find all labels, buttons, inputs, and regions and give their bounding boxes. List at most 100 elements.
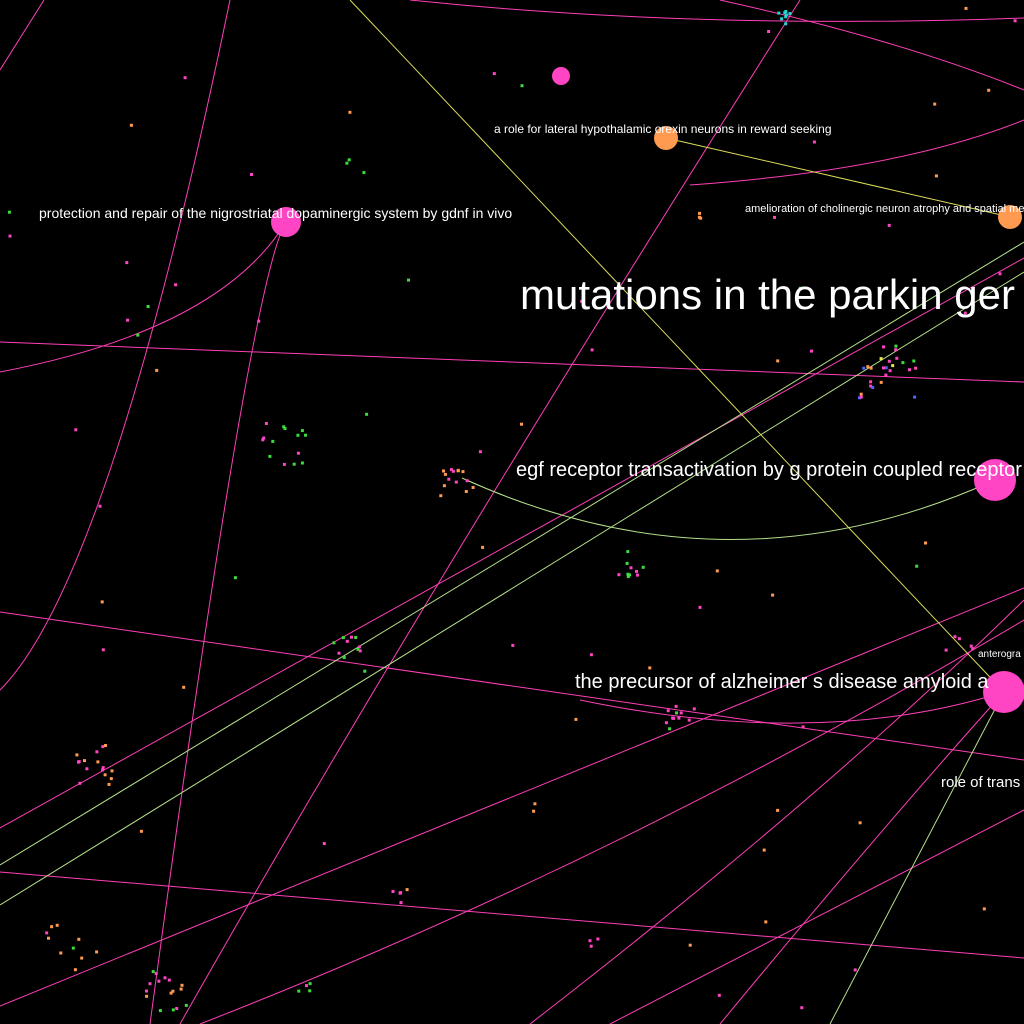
node-dot bbox=[859, 395, 863, 399]
node-dot bbox=[71, 946, 75, 950]
node-dot bbox=[628, 573, 631, 577]
node-dot bbox=[447, 477, 451, 481]
node-dot bbox=[648, 666, 652, 670]
node-dot bbox=[492, 72, 496, 76]
node-cholinergic[interactable] bbox=[998, 205, 1022, 229]
node-dot bbox=[944, 648, 948, 652]
node-dot bbox=[296, 451, 300, 455]
node-dot bbox=[73, 968, 77, 972]
node-hub-top[interactable] bbox=[552, 67, 570, 85]
node-dot bbox=[391, 890, 395, 893]
edge bbox=[0, 257, 1024, 829]
node-dot bbox=[784, 10, 788, 13]
node-dot bbox=[862, 366, 866, 370]
node-dot bbox=[635, 569, 638, 573]
node-orexin[interactable] bbox=[654, 126, 678, 150]
node-gdnf[interactable] bbox=[271, 207, 301, 237]
node-dot bbox=[407, 278, 410, 282]
node-dot bbox=[520, 84, 524, 88]
node-dot bbox=[262, 436, 266, 440]
label-parkin: mutations in the parkin ger bbox=[520, 271, 1015, 318]
node-dot bbox=[350, 635, 353, 639]
node-dot bbox=[264, 422, 268, 425]
node-dot bbox=[399, 901, 403, 905]
node-dot bbox=[101, 648, 105, 652]
node-dot bbox=[617, 573, 621, 577]
node-dot bbox=[520, 422, 523, 426]
node-dot bbox=[163, 976, 167, 980]
graph-nodes bbox=[271, 67, 1024, 713]
node-dot bbox=[574, 717, 578, 721]
node-dot bbox=[801, 725, 805, 729]
node-dot bbox=[139, 829, 143, 833]
node-dot bbox=[78, 781, 82, 785]
node-dot bbox=[887, 223, 891, 227]
label-alzheimer: the precursor of alzheimer s disease amy… bbox=[575, 671, 989, 693]
node-dot bbox=[85, 767, 89, 771]
node-dot bbox=[233, 576, 237, 580]
node-dot bbox=[282, 462, 286, 466]
node-dot bbox=[869, 384, 873, 388]
edge bbox=[0, 611, 1024, 761]
node-dot bbox=[125, 261, 129, 265]
node-dot bbox=[767, 30, 771, 33]
edge bbox=[0, 271, 1024, 906]
node-dot bbox=[666, 709, 670, 713]
edge bbox=[0, 221, 287, 373]
edge bbox=[0, 871, 1024, 959]
node-dot bbox=[77, 937, 81, 941]
node-dot bbox=[158, 1009, 162, 1013]
node-dot bbox=[664, 721, 668, 725]
node-dot bbox=[345, 639, 349, 643]
edge bbox=[409, 0, 1024, 22]
node-dot bbox=[183, 76, 187, 80]
edge bbox=[0, 0, 45, 71]
node-dot bbox=[884, 373, 888, 377]
node-dot bbox=[891, 364, 895, 368]
node-dot bbox=[625, 561, 629, 565]
node-dot bbox=[675, 711, 678, 715]
node-dot bbox=[101, 766, 105, 770]
node-dot bbox=[465, 479, 469, 483]
node-egf[interactable] bbox=[974, 459, 1016, 501]
node-dot bbox=[533, 802, 537, 806]
node-dot bbox=[777, 11, 781, 15]
edge bbox=[0, 587, 1024, 1007]
label-gdnf: protection and repair of the nigrostriat… bbox=[39, 205, 512, 221]
node-dot bbox=[699, 216, 703, 220]
edge bbox=[689, 119, 1024, 186]
edge bbox=[179, 0, 801, 1024]
node-dot bbox=[96, 760, 100, 764]
node-dot bbox=[1013, 19, 1017, 23]
node-dot bbox=[261, 438, 265, 442]
node-dot bbox=[146, 305, 150, 308]
node-dot bbox=[101, 768, 104, 772]
node-dot bbox=[798, 286, 802, 290]
node-dot bbox=[175, 1007, 179, 1010]
node-dot bbox=[764, 920, 768, 924]
node-dot bbox=[858, 396, 861, 400]
node-dot bbox=[145, 994, 149, 998]
node-dot bbox=[933, 102, 937, 106]
node-dot bbox=[107, 782, 111, 786]
edge bbox=[719, 0, 1024, 91]
node-dot bbox=[894, 344, 898, 348]
node-dot bbox=[588, 939, 592, 943]
node-dot bbox=[362, 171, 366, 175]
node-dot bbox=[8, 234, 12, 238]
node-dot bbox=[348, 110, 352, 114]
node-dot bbox=[136, 333, 140, 337]
edge bbox=[829, 691, 1005, 1024]
node-dot bbox=[674, 704, 678, 708]
node-dot bbox=[715, 569, 719, 573]
node-dot bbox=[7, 210, 11, 214]
node-dot bbox=[679, 711, 683, 715]
edge bbox=[719, 691, 1005, 1024]
node-dot bbox=[626, 550, 630, 554]
node-alzheimer[interactable] bbox=[983, 671, 1024, 713]
node-dot bbox=[884, 366, 888, 370]
edge bbox=[349, 0, 1005, 693]
edge bbox=[0, 341, 1024, 383]
node-dot bbox=[365, 412, 369, 416]
